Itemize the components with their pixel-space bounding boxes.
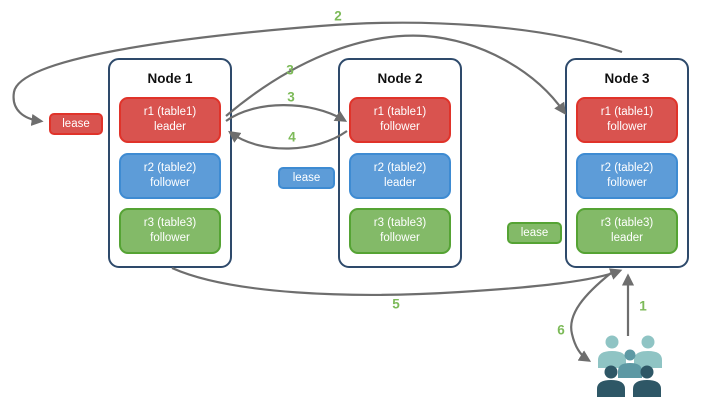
step-label-6: 6 bbox=[557, 322, 565, 338]
node-2-replica-r2: r2 (table2) leader bbox=[349, 153, 451, 199]
step-label-2: 2 bbox=[334, 8, 342, 24]
replica-name: r2 (table2) bbox=[373, 162, 427, 175]
node-2-replica-r3: r3 (table3) follower bbox=[349, 208, 451, 254]
replica-role: follower bbox=[380, 121, 420, 133]
node-3-title: Node 3 bbox=[604, 71, 650, 86]
arrow-step5-node1-to-node3 bbox=[171, 266, 623, 296]
node-2-title: Node 2 bbox=[377, 71, 423, 86]
node-3-replica-r3: r3 (table3) leader bbox=[576, 208, 678, 254]
node-1-replica-r3: r3 (table3) follower bbox=[119, 208, 221, 254]
lease-badge-r3: lease bbox=[507, 222, 562, 244]
arrow-step6-node3-to-clients bbox=[570, 272, 612, 362]
lease-badge-r1: lease bbox=[49, 113, 103, 135]
node-1-replica-r1: r1 (table1) leader bbox=[119, 97, 221, 143]
node-1-title: Node 1 bbox=[147, 71, 193, 86]
step-label-1: 1 bbox=[639, 298, 647, 314]
node-2-card: Node 2 r1 (table1) follower r2 (table2) … bbox=[338, 58, 462, 268]
node-2-replica-r1: r1 (table1) follower bbox=[349, 97, 451, 143]
replica-name: r3 (table3) bbox=[373, 217, 427, 230]
step-label-3b: 3 bbox=[287, 89, 295, 105]
replica-role: leader bbox=[611, 232, 643, 244]
replica-name: r3 (table3) bbox=[600, 217, 654, 230]
node-1-card: Node 1 r1 (table1) leader r2 (table2) fo… bbox=[108, 58, 232, 268]
replica-name: r1 (table1) bbox=[143, 106, 197, 119]
replica-role: follower bbox=[607, 177, 647, 189]
step-label-3a: 3 bbox=[286, 62, 294, 78]
lease-badge-r2: lease bbox=[278, 167, 335, 189]
replica-name: r1 (table1) bbox=[373, 106, 427, 119]
node-3-replica-r1: r1 (table1) follower bbox=[576, 97, 678, 143]
replica-name: r2 (table2) bbox=[143, 162, 197, 175]
replica-name: r3 (table3) bbox=[143, 217, 197, 230]
node-3-replica-r2: r2 (table2) follower bbox=[576, 153, 678, 199]
step-label-5: 5 bbox=[392, 296, 400, 312]
replica-name: r1 (table1) bbox=[600, 106, 654, 119]
clients-group-icon bbox=[597, 335, 662, 397]
replica-role: follower bbox=[150, 177, 190, 189]
replica-role: leader bbox=[154, 121, 186, 133]
arrow-step2-node3-to-lease1 bbox=[12, 21, 623, 126]
replica-role: follower bbox=[607, 121, 647, 133]
node-3-card: Node 3 r1 (table1) follower r2 (table2) … bbox=[565, 58, 689, 268]
arrow-step3-node1-to-node2 bbox=[225, 104, 348, 122]
replica-role: leader bbox=[384, 177, 416, 189]
node-1-replica-r2: r2 (table2) follower bbox=[119, 153, 221, 199]
step-label-4: 4 bbox=[288, 129, 296, 145]
replica-role: follower bbox=[380, 232, 420, 244]
replica-role: follower bbox=[150, 232, 190, 244]
replica-name: r2 (table2) bbox=[600, 162, 654, 175]
